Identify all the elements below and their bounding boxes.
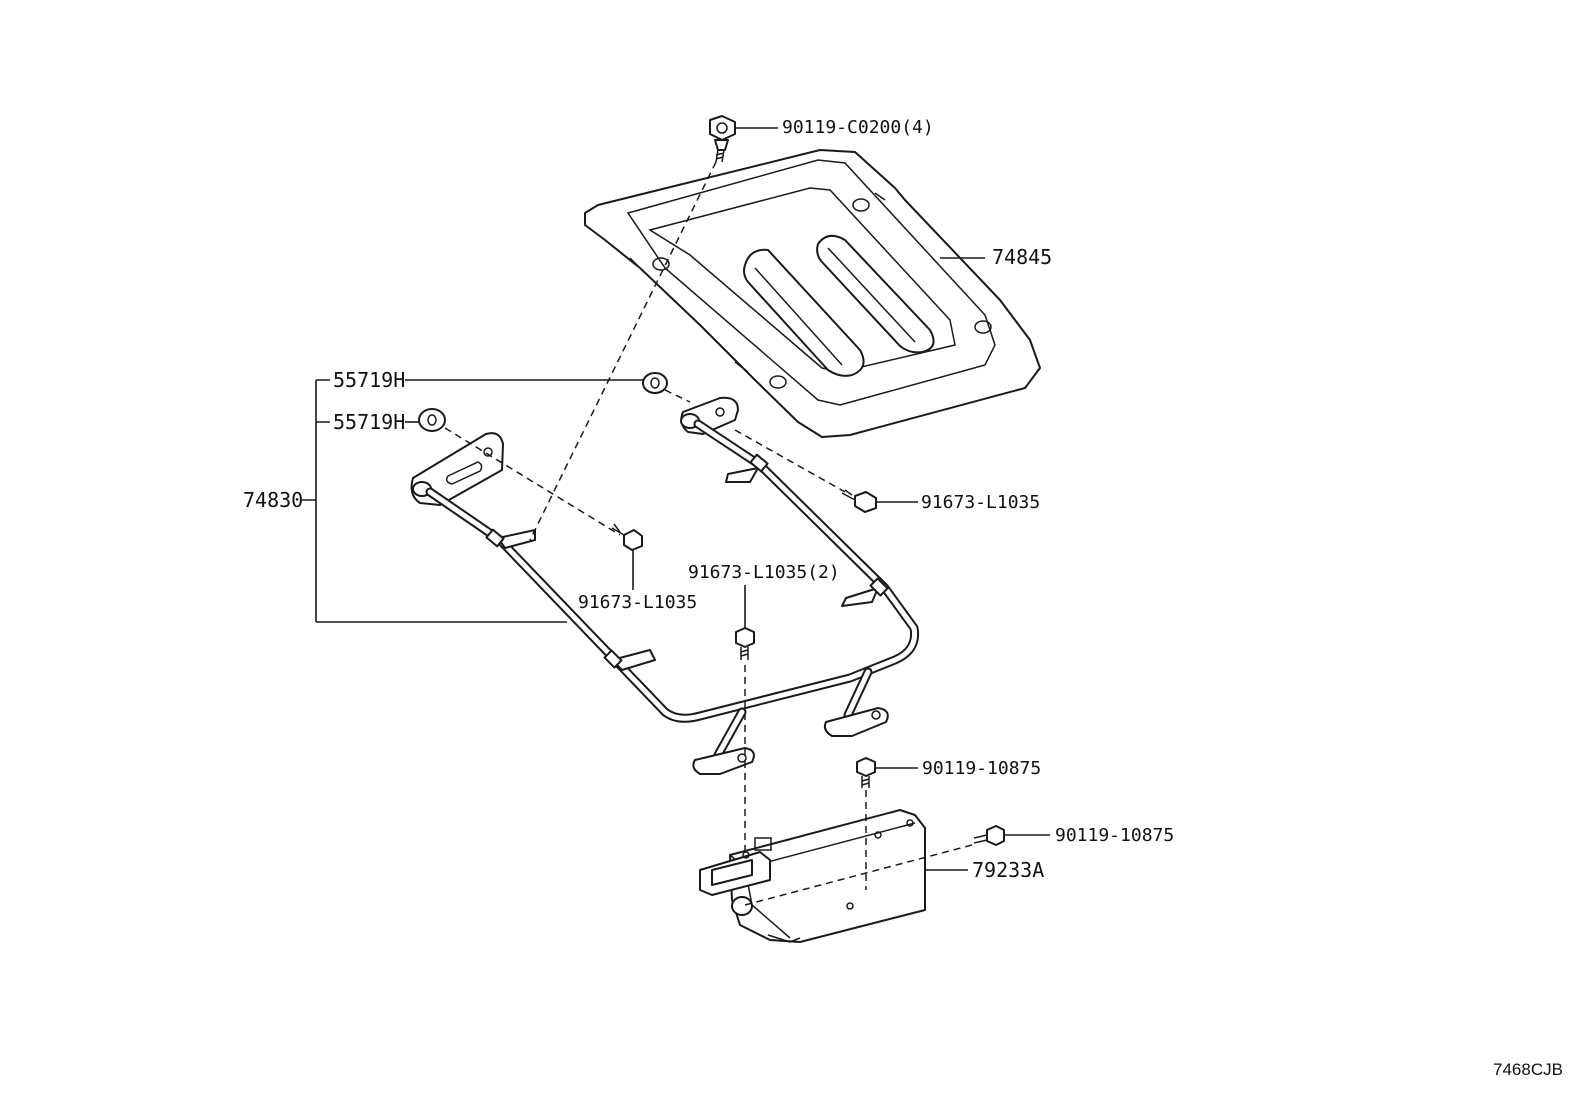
bolt-center [735, 627, 755, 660]
label-cover-plate[interactable]: 74845 [992, 245, 1052, 269]
label-grommet-upper[interactable]: 55719H [333, 368, 405, 392]
label-grommet-lower[interactable]: 55719H [333, 410, 405, 434]
label-bolt-right[interactable]: 91673-L1035 [921, 492, 1040, 513]
label-bolt-left[interactable]: 91673-L1035 [578, 592, 697, 613]
grommet-upper [642, 372, 668, 394]
grommet-lower [418, 408, 446, 432]
label-control-unit[interactable]: 79233A [972, 858, 1044, 882]
bolt-left [611, 523, 643, 551]
label-bracket-assembly[interactable]: 74830 [243, 488, 303, 512]
label-bolt-center[interactable]: 91673-L1035(2) [688, 562, 840, 583]
part-labels: 90119-C0200(4) 74845 55719H 55719H 74830… [243, 117, 1563, 1079]
bolt-mid-right [856, 757, 876, 788]
bracket-assembly [410, 396, 920, 775]
bolt-side [973, 825, 1005, 846]
bolt-right [841, 489, 877, 513]
label-bolt-top[interactable]: 90119-C0200(4) [782, 117, 934, 138]
label-bolt-mid-right[interactable]: 90119-10875 [922, 758, 1041, 779]
bolt-top [709, 115, 736, 163]
assembly-lines [444, 161, 973, 906]
leader-lines [302, 127, 1050, 871]
control-unit [699, 809, 926, 943]
diagram-reference-code: 7468CJB [1493, 1060, 1563, 1079]
label-bolt-side[interactable]: 90119-10875 [1055, 825, 1174, 846]
cover-plate [584, 149, 1041, 438]
